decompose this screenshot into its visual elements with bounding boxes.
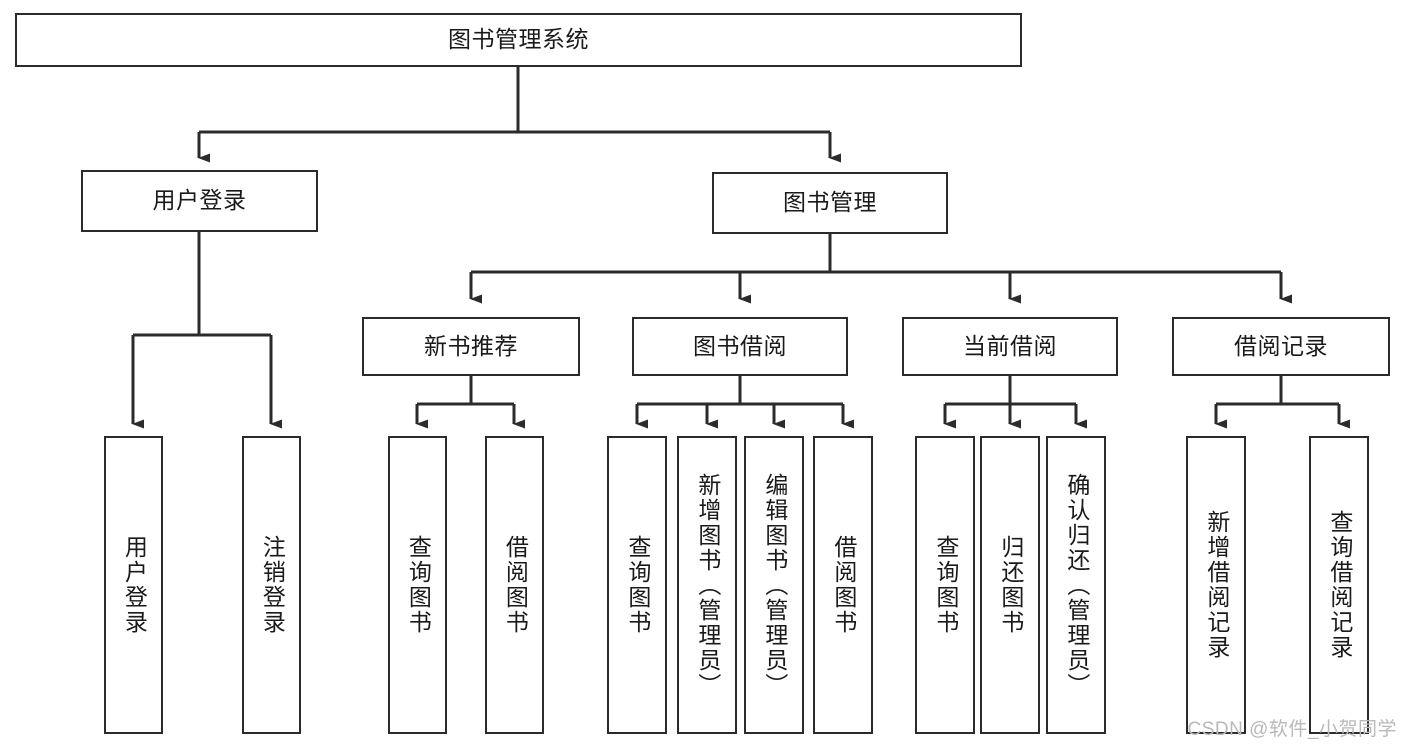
leaf-node-query-book-borrow[interactable]: 查询图书 xyxy=(607,436,667,734)
leaf-node-add-borrow-record[interactable]: 新增借阅记录 xyxy=(1186,436,1246,734)
node-borrow-record-label: 借阅记录 xyxy=(1234,332,1328,359)
node-book-manage-label: 图书管理 xyxy=(783,189,877,216)
leaf-node-borrow-book[interactable]: 借阅图书 xyxy=(813,436,873,734)
leaf-node-confirm-return-admin[interactable]: 确认归还（管理员） xyxy=(1046,436,1106,734)
node-borrow-record[interactable]: 借阅记录 xyxy=(1172,317,1390,376)
node-current-borrow-label: 当前借阅 xyxy=(963,332,1057,359)
leaf-node-query-book-rec[interactable]: 查询图书 xyxy=(388,436,447,734)
leaf-label: 借阅图书 xyxy=(502,535,529,635)
node-new-book-rec[interactable]: 新书推荐 xyxy=(362,317,580,376)
leaf-label: 查询图书 xyxy=(624,535,651,635)
leaf-label: 查询图书 xyxy=(932,535,959,635)
node-book-manage[interactable]: 图书管理 xyxy=(712,172,948,234)
leaf-node-logout[interactable]: 注销登录 xyxy=(242,436,301,734)
leaf-node-query-borrow-record[interactable]: 查询借阅记录 xyxy=(1309,436,1369,734)
leaf-node-user-login[interactable]: 用户登录 xyxy=(104,436,163,734)
leaf-label: 新增借阅记录 xyxy=(1203,510,1230,660)
node-user-login[interactable]: 用户登录 xyxy=(81,170,318,232)
leaf-label: 查询图书 xyxy=(405,535,432,635)
leaf-label: 新增图书（管理员） xyxy=(694,472,721,698)
leaf-label: 用户登录 xyxy=(121,535,148,635)
leaf-label: 确认归还（管理员） xyxy=(1063,472,1090,698)
leaf-label: 注销登录 xyxy=(259,535,286,635)
leaf-node-query-book-current[interactable]: 查询图书 xyxy=(915,436,975,734)
node-current-borrow[interactable]: 当前借阅 xyxy=(902,317,1118,376)
node-book-borrow-label: 图书借阅 xyxy=(693,332,787,359)
leaf-label: 归还图书 xyxy=(997,535,1024,635)
node-root[interactable]: 图书管理系统 xyxy=(15,13,1022,67)
leaf-label: 借阅图书 xyxy=(830,535,857,635)
leaf-node-add-book-admin[interactable]: 新增图书（管理员） xyxy=(677,436,737,734)
leaf-label: 查询借阅记录 xyxy=(1326,510,1353,660)
leaf-node-borrow-book-rec[interactable]: 借阅图书 xyxy=(485,436,544,734)
leaf-node-return-book[interactable]: 归还图书 xyxy=(980,436,1040,734)
node-user-login-label: 用户登录 xyxy=(152,187,247,214)
leaf-label: 编辑图书（管理员） xyxy=(761,472,788,698)
node-new-book-rec-label: 新书推荐 xyxy=(424,332,518,359)
node-book-borrow[interactable]: 图书借阅 xyxy=(632,317,848,376)
csdn-watermark: CSDN @软件_小贺同学 xyxy=(1187,719,1397,740)
node-root-label: 图书管理系统 xyxy=(448,26,589,53)
leaf-node-edit-book-admin[interactable]: 编辑图书（管理员） xyxy=(744,436,804,734)
